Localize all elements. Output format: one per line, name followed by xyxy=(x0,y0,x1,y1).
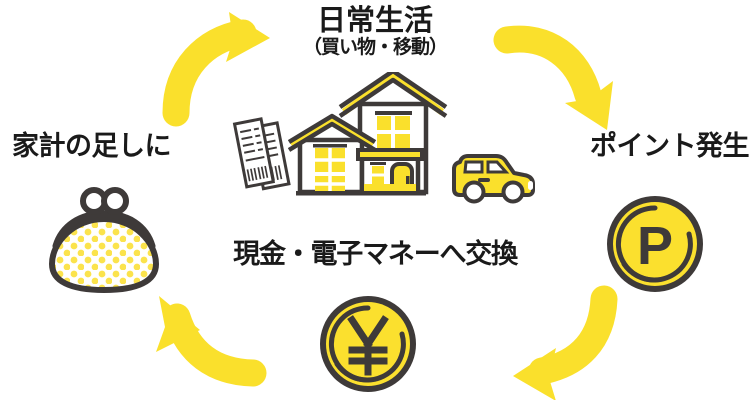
point-coin-icon: P xyxy=(607,196,703,292)
stage-label-top: 日常生活 （買い物・移動） xyxy=(0,6,750,58)
stage-label-bottom: 現金・電子マネーへ交換 xyxy=(233,239,518,269)
arrow-left-to-top-icon xyxy=(162,12,270,127)
stage-label-top-sub: （買い物・移動） xyxy=(302,37,448,59)
point-coin-glyph: P xyxy=(637,216,673,276)
stage-label-top-main: 日常生活 xyxy=(316,5,433,37)
arrow-bottom-to-left-icon xyxy=(156,296,267,387)
arrow-right-to-bottom-icon xyxy=(513,285,618,400)
yen-coin-icon xyxy=(320,296,416,392)
receipt-icon xyxy=(232,117,291,191)
stage-label-right: ポイント発生 xyxy=(590,131,750,161)
stage-label-left: 家計の足しに xyxy=(12,131,172,161)
arrow-top-to-right-icon xyxy=(493,25,613,130)
car-icon xyxy=(452,154,535,204)
coin-purse-icon xyxy=(49,187,159,293)
house-icon xyxy=(288,72,448,196)
